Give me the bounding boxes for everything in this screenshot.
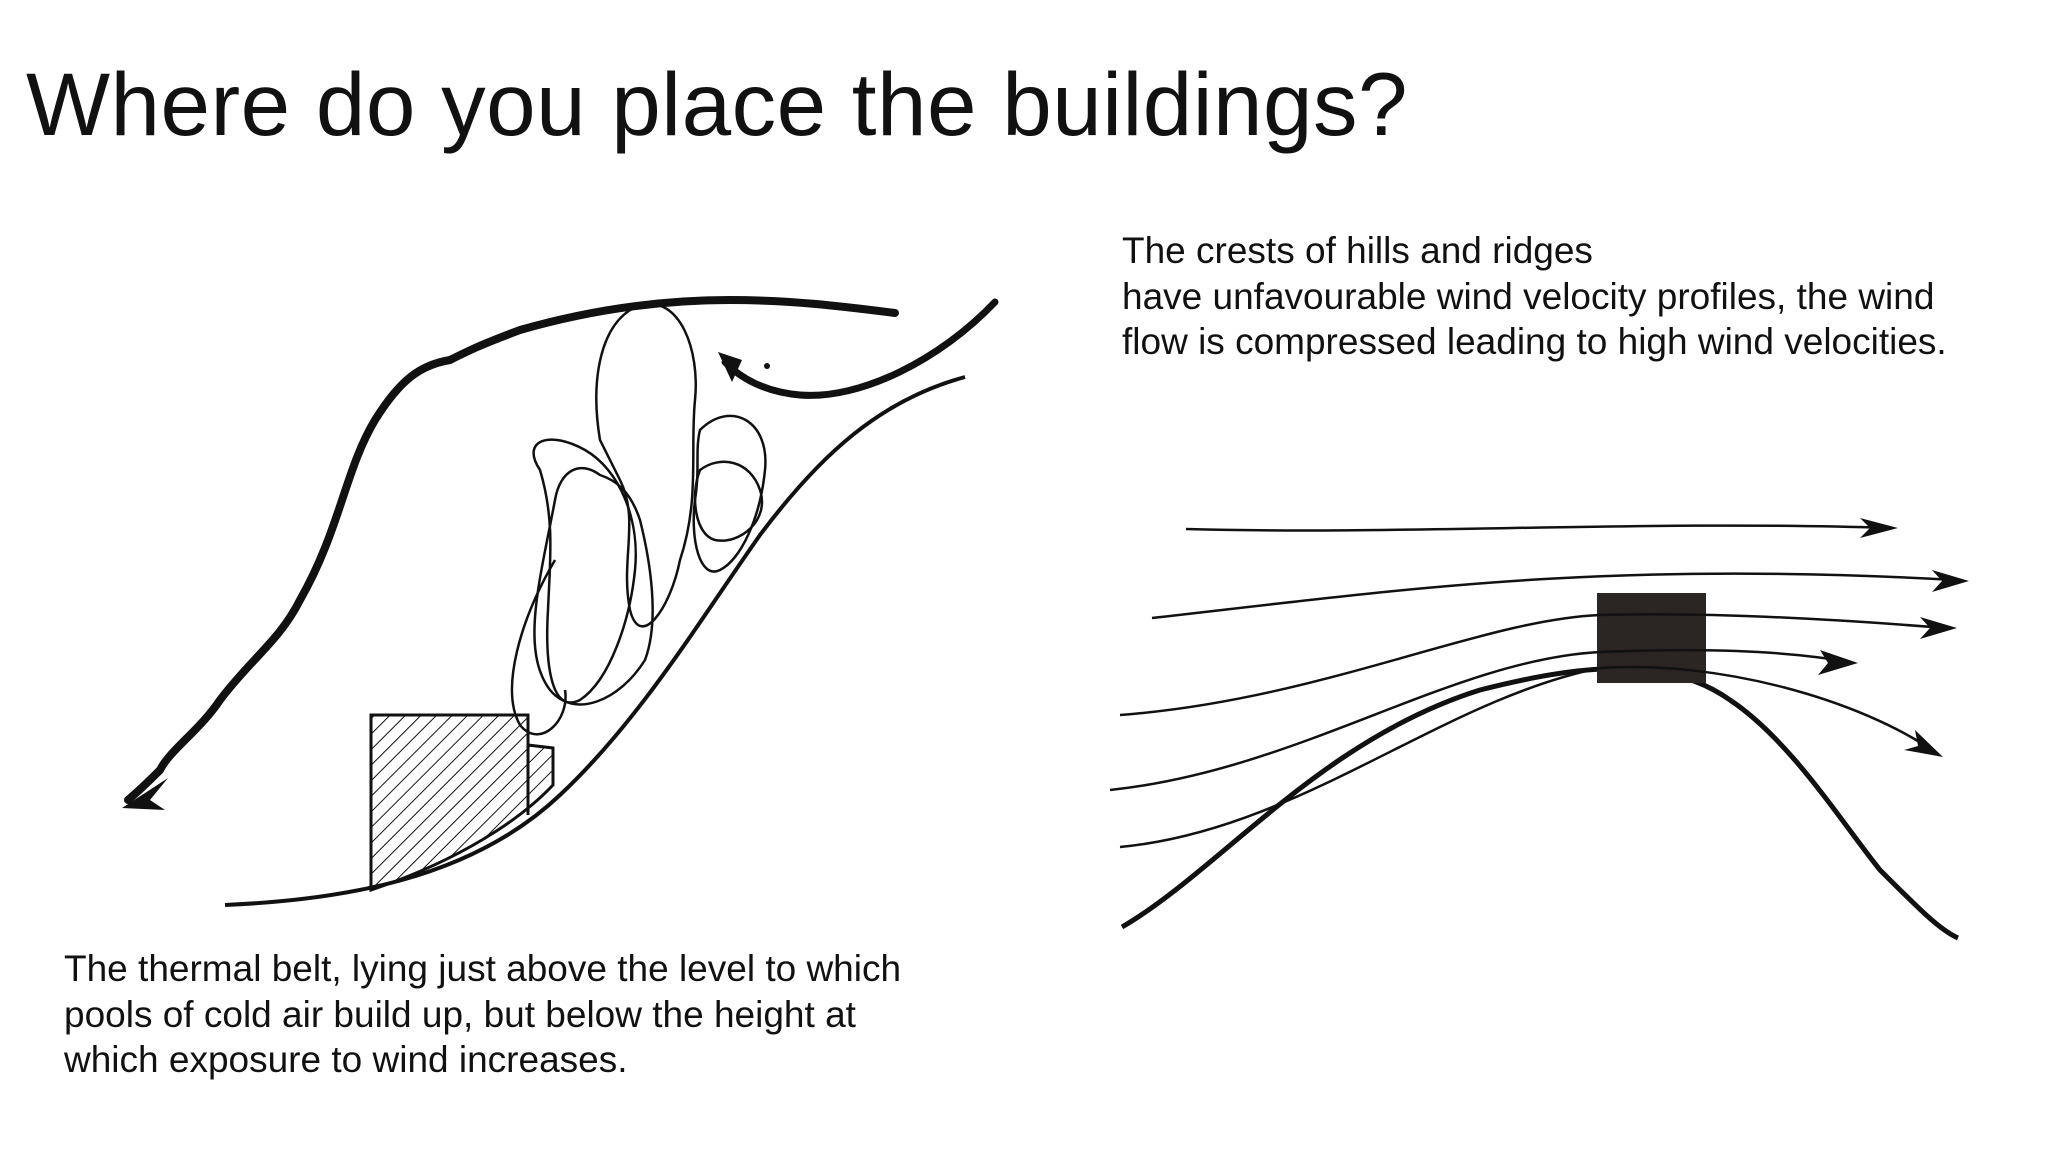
hatched-building	[369, 713, 555, 893]
left-caption-line: The thermal belt, lying just above the l…	[64, 948, 902, 989]
right-caption: The crests of hills and ridges have unfa…	[1122, 228, 2022, 365]
wind-arrowhead	[1904, 730, 1943, 757]
tree-outline	[533, 466, 654, 706]
wind-arrowhead	[1932, 570, 1969, 592]
ridge-wind-diagram	[1109, 518, 1969, 941]
wind-streamline	[1119, 665, 1936, 849]
slide-title: Where do you place the buildings?	[26, 54, 1409, 154]
wind-curl-arrowhead	[718, 352, 742, 382]
wind-arrowhead	[1818, 650, 1858, 675]
wind-streamline	[1119, 612, 1946, 717]
tree-outline	[693, 460, 764, 542]
cold-air-arrowhead	[122, 778, 168, 810]
wind-curl-line	[721, 298, 999, 399]
tree-outline	[532, 438, 637, 704]
wind-streamline	[1185, 524, 1889, 532]
left-caption-line: pools of cold air build up, but below th…	[64, 993, 856, 1035]
thermal-belt-diagram	[122, 295, 999, 907]
right-caption-line: flow is compressed leading to high wind …	[1122, 321, 1947, 362]
wind-arrowhead	[1920, 617, 1957, 639]
tree-outline	[692, 414, 767, 573]
right-caption-line: The crests of hills and ridges	[1122, 230, 1593, 271]
wind-streamline	[1151, 572, 1956, 620]
wind-streamline	[1109, 648, 1851, 792]
cold-air-flow-line	[124, 295, 899, 804]
tree-outline	[595, 302, 697, 628]
wind-dot	[764, 363, 770, 369]
ridge-slope	[1120, 666, 1960, 941]
wind-arrowhead	[1860, 518, 1898, 538]
right-caption-line: have unfavourable wind velocity profiles…	[1122, 275, 1935, 317]
left-caption-line: which exposure to wind increases.	[64, 1039, 628, 1080]
left-caption: The thermal belt, lying just above the l…	[64, 946, 994, 1083]
